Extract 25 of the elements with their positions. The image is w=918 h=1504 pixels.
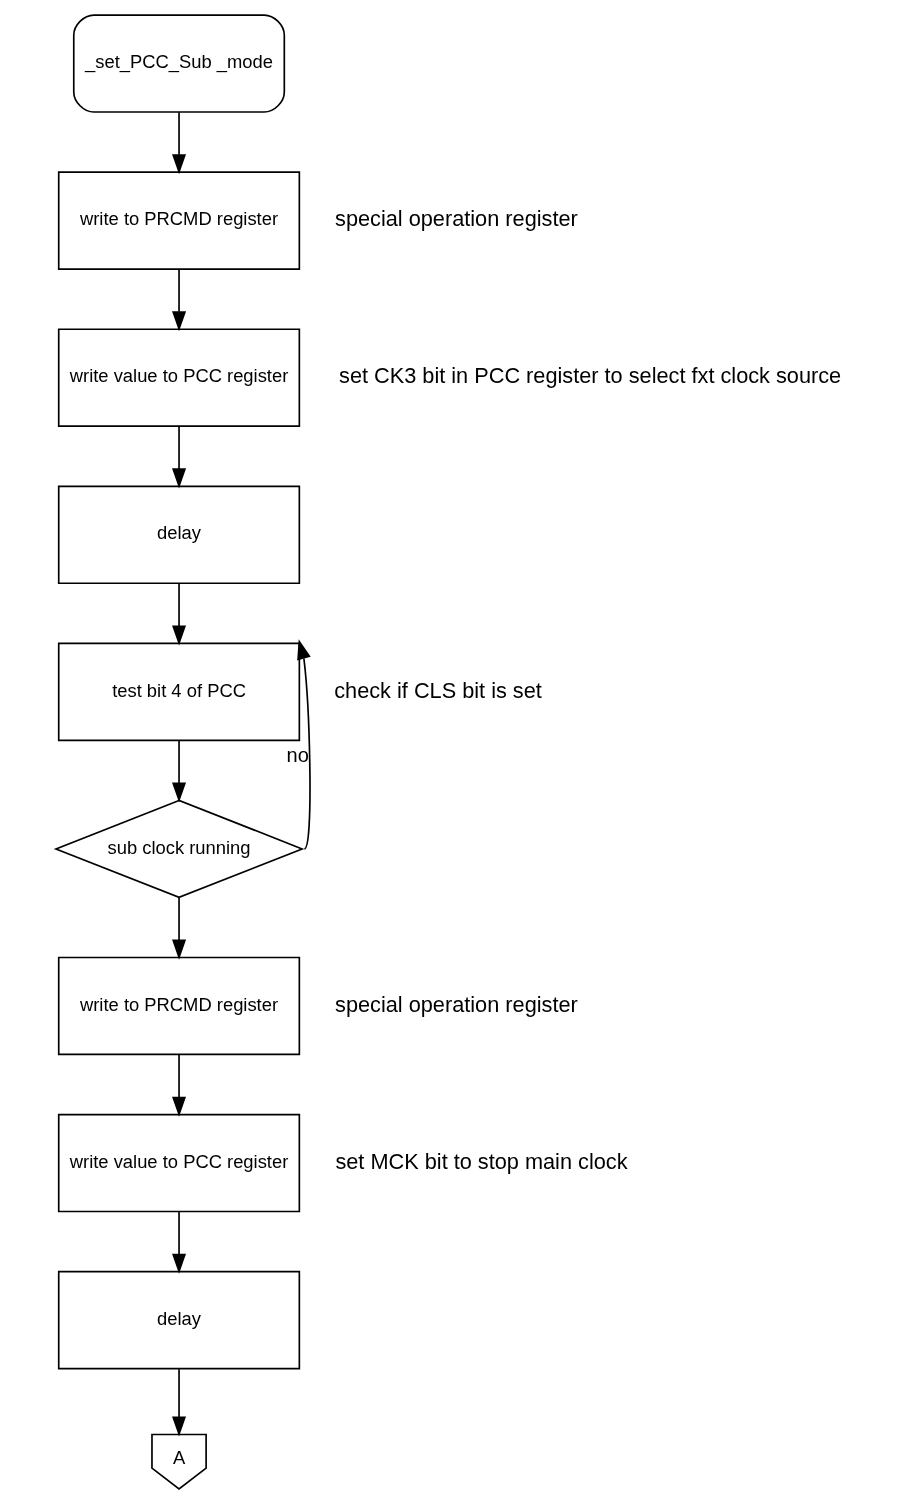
arrow (171, 896, 186, 960)
arrow (171, 425, 186, 489)
node-box: delay (57, 1270, 300, 1370)
node-label: special operation register (334, 206, 578, 232)
node-box: write to PRCMD register (57, 171, 300, 270)
node-box: write to PRCMD register (57, 956, 300, 1056)
arrow (171, 1368, 186, 1437)
edge-label: no (285, 743, 309, 766)
node-box: delay (57, 485, 300, 585)
arrow (171, 1053, 186, 1117)
arrow (171, 111, 186, 175)
node-box: _set_PCC_Sub _mode (72, 14, 285, 113)
node-box: write value to PCC register (57, 328, 300, 427)
node-label: check if CLS bit is set (333, 677, 542, 703)
node-label: set MCK bit to stop main clock (334, 1148, 628, 1174)
arrow (296, 639, 311, 850)
arrow (171, 268, 186, 332)
node-label: special operation register (334, 991, 578, 1017)
arrow (171, 582, 186, 646)
node-label: set CK3 bit in PCC register to select fxt clock source (338, 363, 841, 389)
arrow (171, 739, 186, 803)
node-diamond: sub clock running (53, 799, 304, 899)
node-box: test bit 4 of PCC (57, 642, 300, 742)
node-box: write value to PCC register (57, 1113, 300, 1213)
arrow (171, 1210, 186, 1274)
